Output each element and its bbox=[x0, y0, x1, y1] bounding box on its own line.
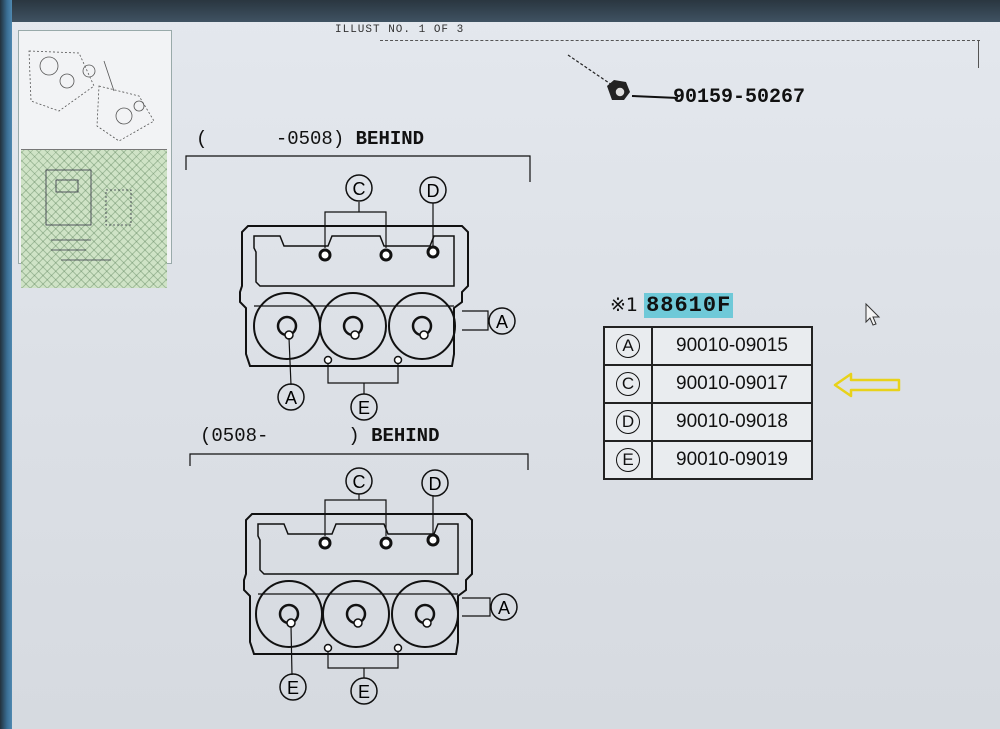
header-rule bbox=[380, 40, 980, 41]
top-bolt-graphic bbox=[567, 54, 679, 100]
monitor-bezel-left bbox=[0, 0, 12, 729]
callout-c-1: C bbox=[353, 179, 366, 199]
parts-table-letter-cell: C bbox=[603, 364, 653, 404]
reference-prefix: ※1 bbox=[610, 294, 639, 316]
callout-a-right-2: A bbox=[498, 598, 510, 618]
section-2-label: BEHIND bbox=[371, 425, 440, 447]
section-2-range-suffix: ) bbox=[348, 425, 360, 447]
callout-c-2: C bbox=[353, 472, 366, 492]
reference-code-highlighted[interactable]: 88610F bbox=[644, 293, 734, 318]
header-tick bbox=[978, 40, 979, 68]
parts-table-row[interactable]: A 90010-09015 bbox=[603, 326, 813, 366]
parts-table-row[interactable]: E 90010-09019 bbox=[603, 440, 813, 480]
circled-letter: A bbox=[616, 334, 640, 358]
illustration-header: ILLUST NO. 1 OF 3 bbox=[335, 24, 465, 36]
arrow-cursor-icon bbox=[865, 302, 881, 326]
thumbnail-sketch bbox=[28, 50, 155, 142]
callout-e-bottom-1: E bbox=[358, 398, 370, 418]
parts-table-row[interactable]: D 90010-09018 bbox=[603, 402, 813, 442]
diagram-section-1: C D A A E bbox=[185, 155, 531, 421]
parts-table-part-number[interactable]: 90010-09019 bbox=[651, 440, 813, 480]
parts-table-part-number[interactable]: 90010-09018 bbox=[651, 402, 813, 442]
callout-a-bottom-1: A bbox=[285, 388, 297, 408]
parts-table-letter-cell: E bbox=[603, 440, 653, 480]
section-1-label: BEHIND bbox=[355, 128, 425, 150]
parts-table-part-number[interactable]: 90010-09017 bbox=[651, 364, 813, 404]
thumbnail-highlight-region[interactable] bbox=[21, 149, 167, 288]
callout-e-left-2: E bbox=[287, 678, 299, 698]
callout-d-2: D bbox=[429, 474, 442, 494]
overview-thumbnail[interactable] bbox=[18, 30, 172, 288]
top-toolbar-strip bbox=[12, 0, 1000, 22]
callout-a-right-1: A bbox=[496, 312, 508, 332]
callout-e-bottom-2: E bbox=[358, 682, 370, 702]
circled-letter: C bbox=[616, 372, 640, 396]
parts-table-letter-cell: D bbox=[603, 402, 653, 442]
section-2-range-prefix: (0508- bbox=[200, 425, 269, 447]
thumbnail-mini-diagram bbox=[45, 169, 132, 261]
section-1-range-prefix: ( bbox=[196, 128, 208, 150]
parts-table-part-number[interactable]: 90010-09015 bbox=[651, 326, 813, 366]
circled-letter: E bbox=[616, 448, 640, 472]
top-bolt-part-number[interactable]: 90159-50267 bbox=[673, 86, 806, 109]
parts-table-row[interactable]: C 90010-09017 bbox=[603, 364, 813, 404]
section-2-title: (0508- ) BEHIND bbox=[200, 425, 439, 447]
parts-table-letter-cell: A bbox=[603, 326, 653, 366]
reference-label: ※1 88610F bbox=[610, 293, 734, 318]
circled-letter: D bbox=[616, 410, 640, 434]
callout-d-1: D bbox=[427, 181, 440, 201]
yellow-arrow-icon bbox=[833, 372, 901, 398]
section-1-title: ( -0508) BEHIND bbox=[196, 128, 424, 150]
diagram-section-2: C D A E E bbox=[189, 453, 529, 705]
section-1-range-suffix: -0508) bbox=[275, 128, 345, 150]
